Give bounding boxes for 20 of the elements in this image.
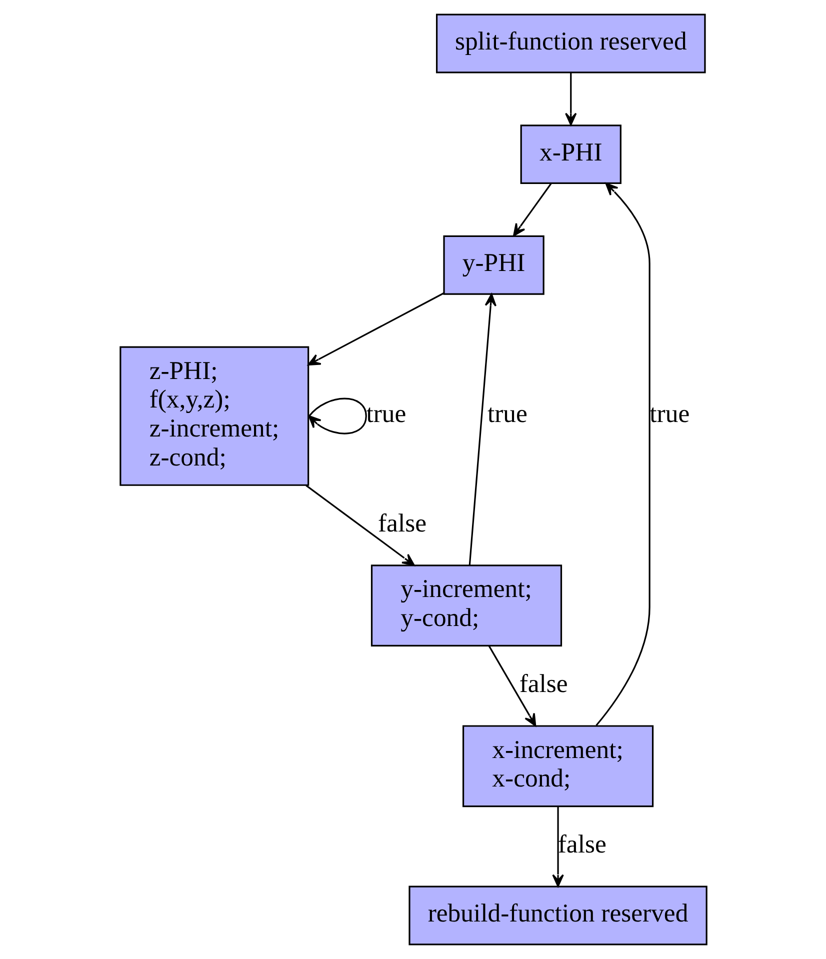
node-box: z-PHI; f(x,y,z); z-increment; z-cond; (119, 346, 309, 486)
arrow (595, 182, 650, 726)
arrow (512, 183, 552, 236)
node-box: x-increment; x-cond; (462, 725, 654, 808)
arrow (308, 398, 366, 434)
edge-label: false (518, 668, 568, 698)
edge-label: true (366, 399, 406, 428)
node-box: rebuild-function reserved (408, 886, 707, 946)
arrow (564, 72, 576, 126)
node-box: y-increment; y-cond; (370, 564, 562, 647)
edge-label: false (378, 508, 426, 538)
edge-label: true (486, 399, 527, 428)
arrow (552, 806, 564, 888)
arrow (307, 292, 444, 366)
node-box: y-PHI (442, 235, 544, 295)
arrow (488, 646, 536, 726)
arrow (468, 294, 496, 566)
arrow (305, 484, 414, 566)
node-box: split-function reserved (435, 14, 706, 74)
node-box: x-PHI (520, 124, 621, 184)
